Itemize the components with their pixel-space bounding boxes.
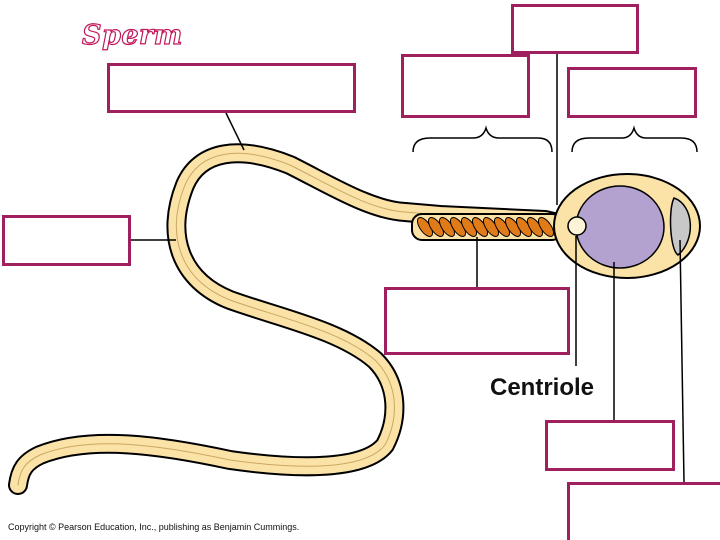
label-box-flagellum[interactable] — [2, 215, 131, 266]
diagram-title: Sperm — [81, 19, 183, 51]
label-box-mitochondria[interactable] — [384, 287, 570, 355]
label-box-midpiece[interactable] — [401, 54, 530, 118]
head-brace — [571, 125, 698, 153]
sperm-head — [553, 173, 701, 279]
midpiece-brace — [412, 125, 553, 153]
centriole-structure — [567, 216, 587, 236]
nucleus — [575, 185, 665, 269]
label-box-tail[interactable] — [107, 63, 356, 113]
mitochondria-spiral — [416, 217, 555, 237]
leader-lines — [131, 54, 685, 483]
acrosome — [669, 197, 692, 256]
label-box-nucleus[interactable] — [545, 420, 675, 471]
centriole-label: Centriole — [490, 374, 595, 401]
label-box-head[interactable] — [567, 67, 697, 118]
label-box-acrosome[interactable] — [567, 482, 720, 540]
copyright-notice: Copyright © Pearson Education, Inc., pub… — [8, 522, 300, 532]
flagellum — [8, 143, 585, 495]
label-box-centriole-top[interactable] — [511, 4, 639, 54]
